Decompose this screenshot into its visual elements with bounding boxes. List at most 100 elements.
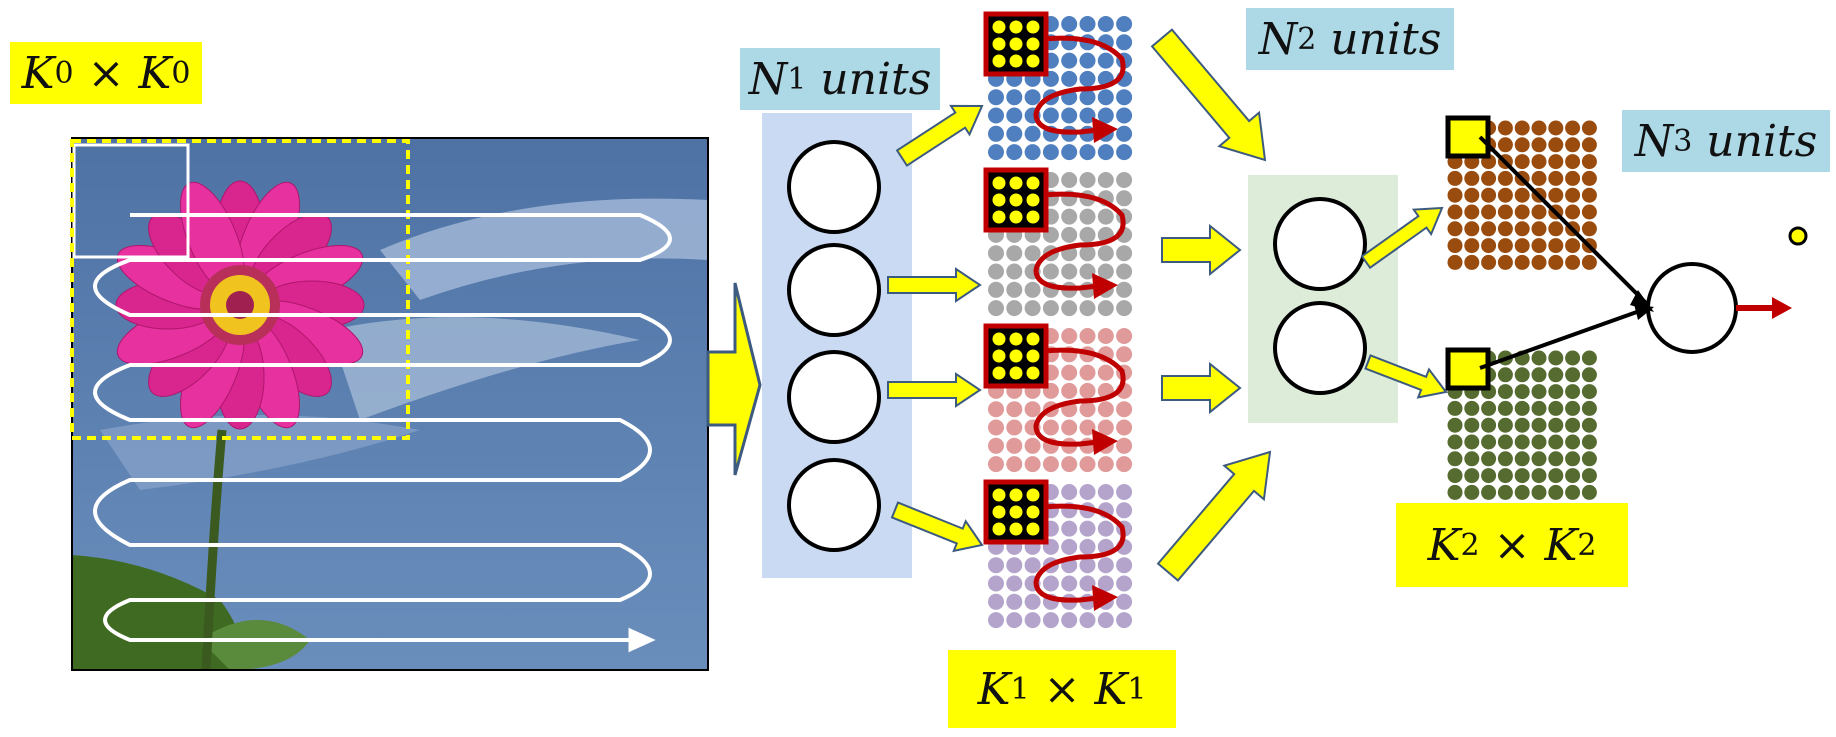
grid-dot: [1514, 254, 1530, 270]
grid-dot: [1006, 419, 1023, 436]
flow-arrow-large: [1161, 361, 1242, 415]
grid-dot: [1447, 170, 1463, 186]
grid-dot: [1464, 400, 1480, 416]
grid-dot: [1514, 204, 1530, 220]
grid-dot: [1024, 89, 1041, 106]
kernel-dot: [1026, 522, 1040, 536]
kernel-dot: [992, 20, 1006, 34]
grid-dot: [1447, 434, 1463, 450]
input-image: [72, 138, 708, 670]
grid-dot: [1548, 451, 1564, 467]
grid-dot: [1024, 300, 1041, 317]
kernel-dot: [992, 522, 1006, 536]
grid-dot: [1531, 468, 1547, 484]
grid-dot: [1514, 451, 1530, 467]
grid-dot: [1481, 468, 1497, 484]
grid-dot: [1116, 16, 1133, 32]
grid-dot: [1565, 468, 1581, 484]
grid-dot: [1464, 484, 1480, 500]
grid-dot: [1079, 226, 1096, 243]
grid-dot: [1024, 557, 1041, 574]
kernel-dot: [992, 193, 1006, 207]
grid-dot: [1581, 367, 1597, 383]
grid-dot: [1497, 367, 1513, 383]
grid-dot: [1565, 187, 1581, 203]
grid-dot: [1497, 384, 1513, 400]
grid-dot: [1097, 89, 1114, 106]
grid-dot: [1464, 468, 1480, 484]
grid-dot: [1079, 456, 1096, 473]
grid-dot: [1531, 238, 1547, 254]
grid-dot: [1548, 384, 1564, 400]
grid-dot: [1006, 144, 1023, 161]
grid-dot: [1006, 300, 1023, 317]
grid-dot: [1079, 401, 1096, 418]
grid-dot: [1116, 401, 1133, 418]
kernel-dot: [1026, 210, 1040, 224]
grid-dot: [1581, 417, 1597, 433]
grid-dot: [1447, 468, 1463, 484]
grid-dot: [1514, 120, 1530, 136]
grid-dot: [1565, 137, 1581, 153]
grid-dot: [1042, 575, 1059, 592]
grid-dot: [1116, 34, 1133, 51]
layer1-neuron: [787, 458, 881, 552]
grid-dot: [1548, 238, 1564, 254]
grid-dot: [1116, 300, 1133, 317]
grid-dot: [1116, 456, 1133, 473]
grid-dot: [1079, 52, 1096, 69]
grid-dot: [1565, 484, 1581, 500]
grid-dot: [1565, 451, 1581, 467]
grid-dot: [1447, 221, 1463, 237]
scan-path-red: [1033, 347, 1126, 447]
grid-dot: [1497, 451, 1513, 467]
grid-dot: [1447, 484, 1463, 500]
grid-dot: [1061, 575, 1078, 592]
flow-arrow: [887, 267, 982, 303]
kernel-dot: [1026, 54, 1040, 68]
grid-dot: [1514, 238, 1530, 254]
grid-dot: [1497, 120, 1513, 136]
grid-dot: [1097, 557, 1114, 574]
grid-dot: [1497, 434, 1513, 450]
grid-dot: [1061, 70, 1078, 87]
grid-dot: [1565, 384, 1581, 400]
grid-dot: [1097, 300, 1114, 317]
grid-dot: [1024, 281, 1041, 298]
grid-dot: [1024, 593, 1041, 610]
grid-dot: [1531, 221, 1547, 237]
grid-dot: [988, 437, 1004, 454]
flow-arrow-large: [1150, 28, 1267, 162]
grid-dot: [1006, 557, 1023, 574]
grid-dot: [1514, 468, 1530, 484]
grid-dot: [1531, 384, 1547, 400]
grid-dot: [1116, 484, 1133, 500]
grid-dot: [1116, 263, 1133, 280]
grid-dot: [1116, 125, 1133, 142]
kernel-dot: [1009, 176, 1023, 190]
grid-dot: [1531, 451, 1547, 467]
grid-dot: [1061, 226, 1078, 243]
grid-dot: [1497, 417, 1513, 433]
grid-dot: [1097, 107, 1114, 124]
grid-dot: [1006, 401, 1023, 418]
grid-dot: [1548, 468, 1564, 484]
grid-dot: [1481, 417, 1497, 433]
grid-dot: [1024, 401, 1041, 418]
grid-dot: [1531, 350, 1547, 366]
grid-dot: [1006, 593, 1023, 610]
grid-dot: [1565, 417, 1581, 433]
grid-dot: [1565, 367, 1581, 383]
grid-dot: [1481, 170, 1497, 186]
grid-dot: [1097, 328, 1114, 344]
grid-dot: [1006, 245, 1023, 262]
grid-dot: [1581, 350, 1597, 366]
grid-dot: [1497, 204, 1513, 220]
grid-dot: [1061, 612, 1078, 629]
grid-dot: [1024, 437, 1041, 454]
grid-dot: [1097, 245, 1114, 262]
grid-dot: [1079, 364, 1096, 381]
